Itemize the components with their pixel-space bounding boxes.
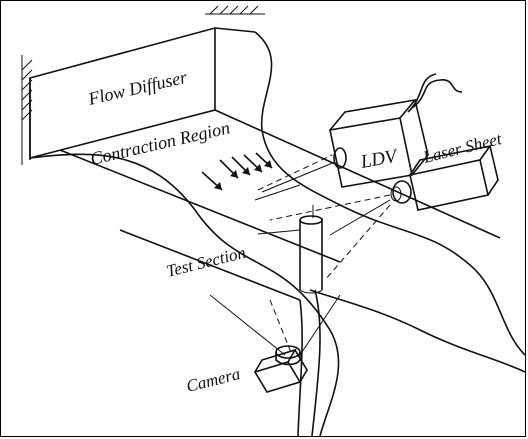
flow-arrows [202, 153, 272, 190]
ldv-label: LDV [358, 146, 400, 174]
top-wall-hatching [205, 6, 265, 14]
flow-diffuser-label: Flow Diffuser [85, 67, 189, 110]
laser-sheet-label: Laser Sheet [420, 129, 504, 167]
laser-sheet-fan [270, 195, 390, 280]
test-cylinder [300, 205, 322, 293]
ldv-beams [255, 155, 335, 200]
camera-label: Camera [184, 364, 242, 396]
contraction-region-label: Contraction Region [88, 117, 231, 169]
camera-icon [255, 346, 307, 392]
